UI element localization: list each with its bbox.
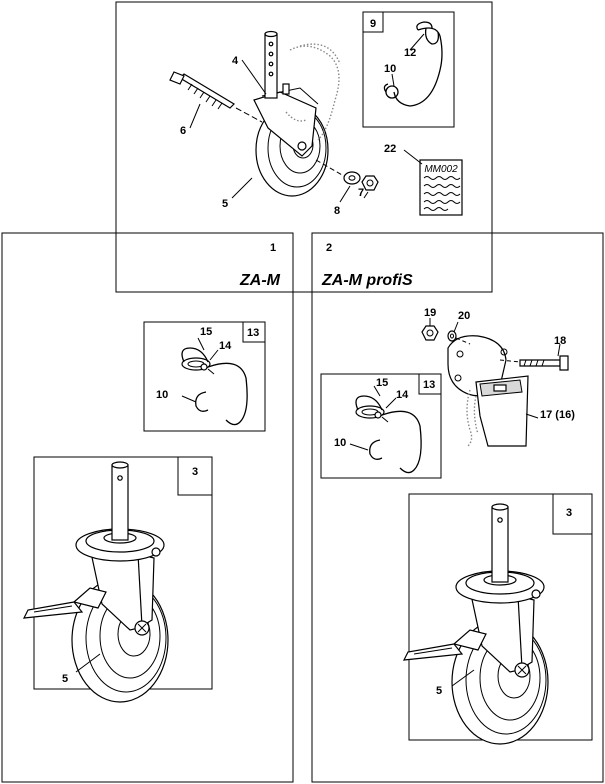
left-callout-15: 15 — [200, 326, 212, 338]
right-callout-3: 3 — [566, 507, 572, 519]
left-panel-frame — [1, 232, 294, 783]
left-inset-13-frame — [143, 321, 266, 432]
callout-12: 12 — [404, 47, 416, 59]
right-callout-15: 15 — [376, 377, 388, 389]
left-callout-13: 13 — [247, 327, 259, 339]
variant-right-name: ZA-M profiS — [321, 272, 413, 289]
washer-8 — [343, 171, 361, 185]
callout-6: 6 — [180, 125, 186, 137]
washer-20 — [447, 330, 457, 342]
callout-5: 5 — [222, 198, 228, 210]
top-caster-assembly — [253, 30, 341, 197]
callout-9: 9 — [370, 18, 376, 30]
callout-4: 4 — [232, 55, 239, 67]
right-callout-19: 19 — [424, 307, 436, 319]
left-spring-pin — [181, 347, 248, 426]
callout-7: 7 — [358, 187, 364, 199]
callout-22: 22 — [384, 143, 396, 155]
inset-9-spring-pin — [383, 21, 443, 107]
right-spring-pin — [355, 395, 422, 474]
left-callout-5: 5 — [62, 673, 68, 685]
right-callout-13: 13 — [423, 379, 435, 391]
variant-left-callout: 1 — [270, 242, 276, 254]
document-tag: MM002 — [424, 164, 458, 175]
bolt-18 — [499, 355, 569, 371]
callout-10: 10 — [384, 63, 396, 75]
variant-left-name: ZA-M — [239, 272, 281, 289]
left-caster — [23, 461, 169, 703]
right-panel-frame — [311, 232, 604, 783]
left-callout-10: 10 — [156, 389, 168, 401]
callout-8: 8 — [334, 205, 340, 217]
right-inset-13-frame — [320, 373, 442, 479]
right-callout-17-16: 17 (16) — [540, 409, 575, 421]
right-callout-5: 5 — [436, 685, 442, 697]
bolt-6 — [169, 71, 263, 123]
right-callout-18: 18 — [554, 335, 566, 347]
right-callout-14: 14 — [396, 389, 409, 401]
mounting-bracket-17 — [447, 335, 529, 447]
right-callout-10: 10 — [334, 437, 346, 449]
document-22: MM002 — [419, 159, 463, 216]
nut-19 — [421, 325, 439, 341]
inset-9-frame — [362, 11, 455, 128]
variant-right-callout: 2 — [326, 242, 332, 254]
right-callout-20: 20 — [458, 310, 470, 322]
right-caster — [403, 503, 549, 745]
nut-7 — [361, 175, 379, 191]
left-callout-3: 3 — [192, 466, 198, 478]
left-callout-14: 14 — [219, 340, 232, 352]
top-frame — [115, 1, 493, 293]
